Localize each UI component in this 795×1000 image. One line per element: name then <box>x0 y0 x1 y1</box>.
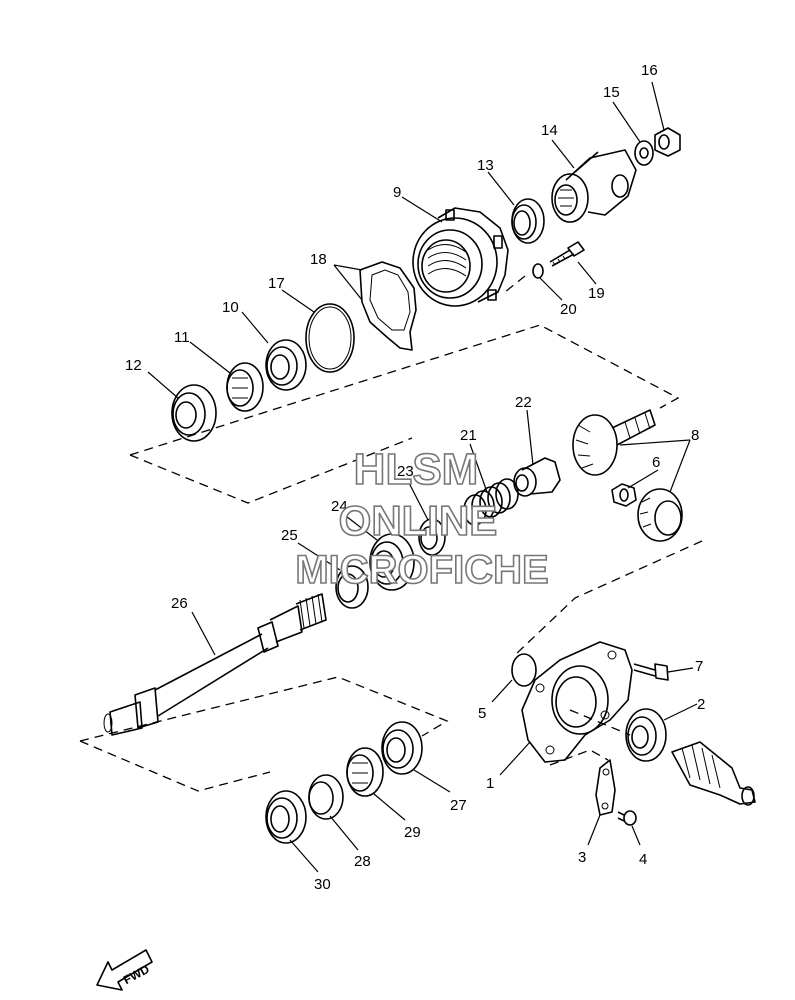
part-label-22: 22 <box>515 394 532 411</box>
part-13-oil-seal <box>511 198 545 244</box>
part-26-drive-shaft <box>103 593 327 736</box>
watermark-line-2: ONLINE <box>339 497 498 544</box>
part-19-bolt <box>549 241 585 267</box>
part-label-3: 3 <box>578 849 586 866</box>
part-label-27: 27 <box>450 797 467 814</box>
middle-assembly-guide <box>514 540 703 656</box>
part-28-collar <box>308 774 344 820</box>
leader-lines <box>147 81 698 873</box>
part-label-5: 5 <box>478 705 486 722</box>
part-20-washer <box>532 263 544 279</box>
part-3-bracket <box>595 759 616 816</box>
part-24-bearing <box>369 533 415 591</box>
part-label-23: 23 <box>397 463 414 480</box>
part-label-1: 1 <box>486 775 494 792</box>
output-shaft <box>671 741 756 806</box>
part-16-nut <box>654 127 681 157</box>
part-label-19: 19 <box>588 285 605 302</box>
part-label-14: 14 <box>541 122 558 139</box>
watermark-line-3: MICROFICHE <box>295 548 548 592</box>
part-12-bearing <box>171 384 217 442</box>
part-label-8: 8 <box>691 427 699 444</box>
part-14-yoke <box>551 149 637 223</box>
watermark: HLSM ONLINE MICROFICHE <box>295 444 550 593</box>
part-label-16: 16 <box>641 62 658 79</box>
shaft-guide <box>569 709 631 736</box>
part-label-6: 6 <box>652 454 660 471</box>
part-1-housing <box>521 641 633 763</box>
part-label-12: 12 <box>125 357 142 374</box>
part-label-9: 9 <box>393 184 401 201</box>
part-number-labels: 1 2 3 4 5 6 7 8 9 10 11 12 13 14 15 16 1… <box>125 62 705 893</box>
part-17-o-ring <box>305 303 355 373</box>
part-label-30: 30 <box>314 876 331 893</box>
part-22-collar <box>513 457 561 497</box>
part-11-bearing <box>226 362 264 412</box>
part-21-spring <box>463 478 519 526</box>
part-10-bearing <box>265 339 307 391</box>
part-15-washer <box>634 140 654 166</box>
mount-guide <box>549 749 609 766</box>
part-9-bearing-housing <box>412 207 509 307</box>
lower-assembly-guide <box>79 676 449 742</box>
part-25-oil-seal <box>335 565 369 609</box>
part-18-shim <box>359 261 417 351</box>
part-label-21: 21 <box>460 427 477 444</box>
part-label-7: 7 <box>695 658 703 675</box>
part-27-bearing <box>381 721 423 775</box>
part-label-17: 17 <box>268 275 285 292</box>
part-label-4: 4 <box>639 851 647 868</box>
part-label-18: 18 <box>310 251 327 268</box>
part-4-screw <box>617 810 637 826</box>
part-label-25: 25 <box>281 527 298 544</box>
watermark-line-1: HLSM <box>354 445 479 494</box>
part-label-15: 15 <box>603 84 620 101</box>
bolt-guide <box>504 275 526 293</box>
part-5-o-ring <box>511 653 537 687</box>
part-label-10: 10 <box>222 299 239 316</box>
part-2-bearing <box>625 708 667 762</box>
upper-assembly-guide <box>129 324 680 456</box>
part-7-bolt <box>633 663 669 681</box>
part-label-13: 13 <box>477 157 494 174</box>
part-label-20: 20 <box>560 301 577 318</box>
part-29-bearing <box>346 747 384 797</box>
part-label-24: 24 <box>331 498 348 515</box>
part-label-29: 29 <box>404 824 421 841</box>
part-label-28: 28 <box>354 853 371 870</box>
fwd-arrow-icon: FWD <box>96 949 153 991</box>
part-6-nut <box>611 483 637 507</box>
part-23-collar <box>418 518 446 556</box>
part-label-26: 26 <box>171 595 188 612</box>
upper-assembly-guide-bottom <box>129 437 413 504</box>
part-8-gear-set <box>572 409 683 542</box>
part-label-2: 2 <box>697 696 705 713</box>
part-label-11: 11 <box>174 329 190 346</box>
part-30-oil-seal <box>265 790 307 844</box>
lower-assembly-guide-bottom <box>79 740 271 792</box>
